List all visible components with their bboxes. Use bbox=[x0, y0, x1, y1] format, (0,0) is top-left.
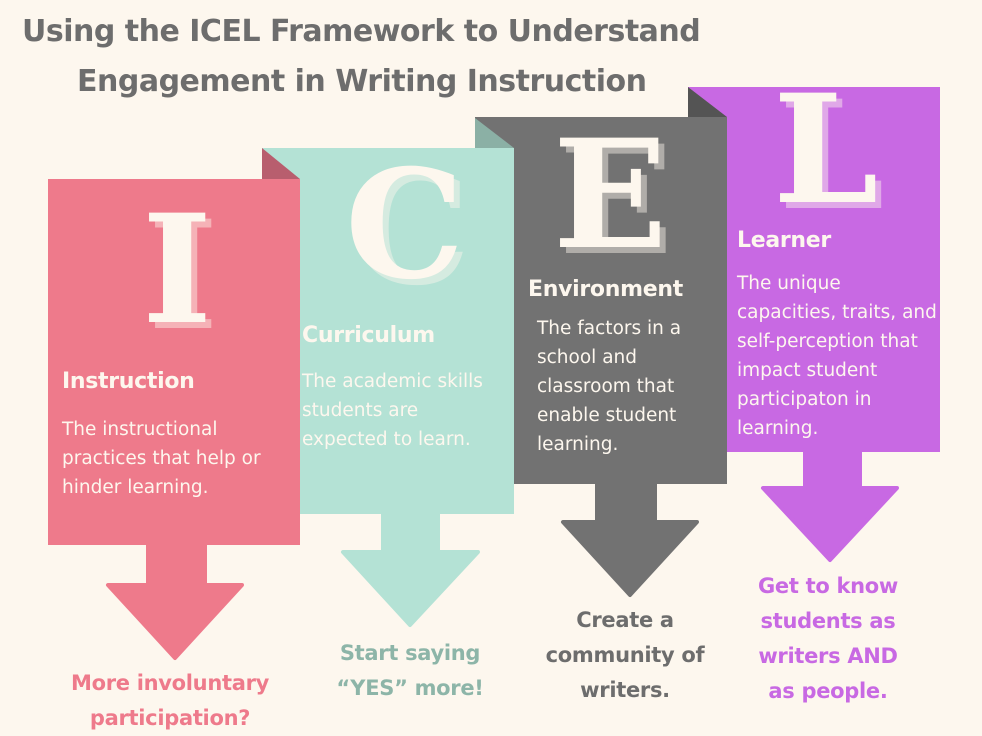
environment-arrow bbox=[561, 480, 699, 597]
curriculum-fold bbox=[475, 118, 514, 148]
instruction-heading: Instruction bbox=[62, 369, 195, 394]
environment-panel bbox=[475, 117, 727, 484]
environment-heading: Environment bbox=[528, 277, 683, 302]
instruction-panel bbox=[48, 179, 300, 545]
learner-panel bbox=[688, 87, 940, 452]
instruction-description: The instructional practices that help or… bbox=[62, 419, 261, 498]
environment-fold bbox=[688, 87, 727, 117]
curriculum-description: The academic skills students are expecte… bbox=[302, 371, 483, 450]
learner-description: The unique capacities, traits, and self-… bbox=[737, 273, 937, 439]
learner-heading: Learner bbox=[737, 228, 831, 253]
instruction-letter: I bbox=[142, 182, 213, 358]
learner-letter: L bbox=[773, 62, 879, 238]
instruction-arrow bbox=[106, 541, 244, 660]
curriculum-heading: Curriculum bbox=[302, 323, 435, 348]
learner-action: Get to know students as writers AND as p… bbox=[757, 574, 899, 703]
environment-description: The factors in a school and classroom th… bbox=[537, 318, 682, 455]
title-line-2: Engagement in Writing Instruction bbox=[77, 64, 647, 99]
instruction-fold bbox=[262, 148, 300, 179]
environment-action: Create a community of writers. bbox=[545, 608, 705, 702]
curriculum-arrow bbox=[341, 510, 480, 627]
learner-arrow bbox=[761, 448, 899, 562]
curriculum-letter: C bbox=[345, 137, 465, 313]
instruction-action: More involuntary participation? bbox=[70, 671, 270, 730]
curriculum-panel bbox=[262, 148, 514, 514]
curriculum-action: Start saying “YES” more! bbox=[336, 641, 484, 700]
title-line-1: Using the ICEL Framework to Understand bbox=[22, 14, 701, 49]
environment-letter: E bbox=[553, 107, 668, 283]
